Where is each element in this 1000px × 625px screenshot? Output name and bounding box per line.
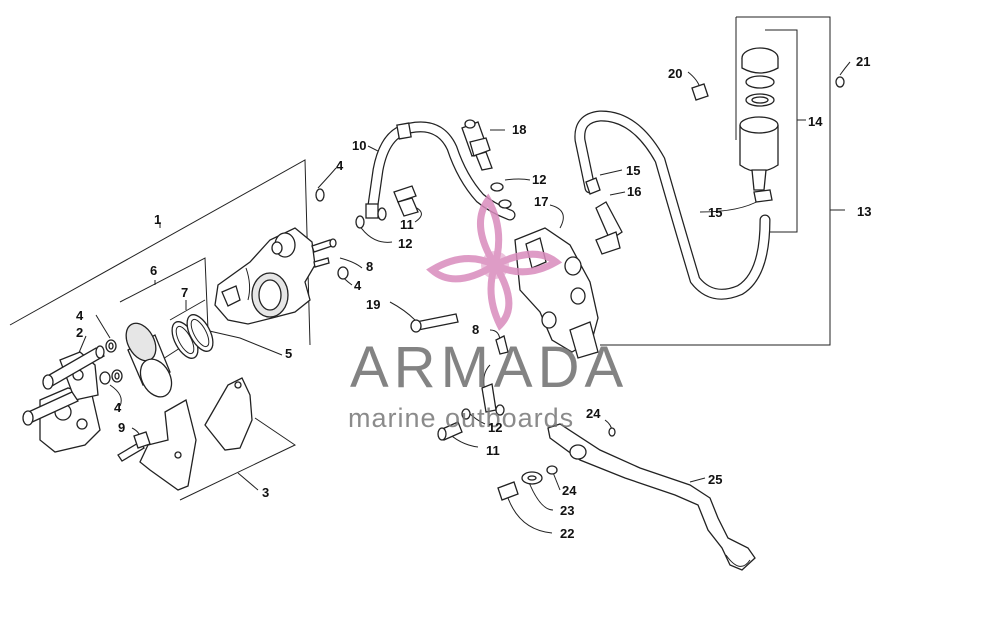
piston-seals (171, 314, 214, 359)
lower-fittings (437, 383, 505, 441)
reservoir-screws (691, 76, 845, 101)
bolt-8-lower (495, 335, 509, 355)
callout-5: 5 (285, 346, 292, 361)
callout-13: 13 (857, 204, 871, 219)
slide-pin-lower (22, 391, 79, 426)
callout-labels: 1 2 3 4 4 4 4 5 6 7 8 8 9 10 11 11 12 12… (76, 54, 871, 541)
callout-20: 20 (668, 66, 682, 81)
callout-12-lower: 12 (488, 420, 502, 435)
pedal-hardware (497, 427, 616, 501)
callout-19: 19 (366, 297, 380, 312)
callout-22: 22 (560, 526, 574, 541)
callout-17: 17 (534, 194, 548, 209)
callout-7: 7 (181, 285, 188, 300)
hose-fitting-16 (595, 201, 623, 255)
callout-3: 3 (262, 485, 269, 500)
brake-light-switch (461, 119, 493, 171)
callout-23: 23 (560, 503, 574, 518)
watermark-tagline: marine outboards (348, 403, 574, 433)
callout-11-upper: 11 (400, 217, 414, 232)
bleeder-valve (311, 238, 337, 268)
washers-left (99, 339, 123, 385)
watermark-brand: ARMADA (350, 335, 628, 400)
slide-pin-upper (42, 345, 106, 390)
callout-4-upper: 4 (336, 158, 344, 173)
callout-8-caliper: 8 (366, 259, 373, 274)
callout-21: 21 (856, 54, 870, 69)
callout-4-caliper: 4 (354, 278, 362, 293)
callout-2: 2 (76, 325, 83, 340)
callout-18: 18 (512, 122, 526, 137)
reservoir-hose (574, 110, 771, 300)
callout-1: 1 (154, 212, 161, 227)
pivot-bolt-19 (410, 313, 459, 333)
callout-9: 9 (118, 420, 125, 435)
caliper-body (214, 227, 316, 325)
callout-11-lower: 11 (486, 443, 500, 458)
callout-4-left: 4 (76, 308, 84, 323)
master-cylinder (514, 227, 599, 359)
callout-4-lower: 4 (114, 400, 122, 415)
callout-10: 10 (352, 138, 366, 153)
callout-25: 25 (708, 472, 722, 487)
propeller-logo (426, 193, 563, 331)
brake-pads (139, 377, 253, 491)
callout-15-lower: 15 (708, 205, 722, 220)
reservoir-assembly (739, 47, 779, 191)
watermark: ARMADA marine outboards (348, 193, 628, 433)
callout-12-upper: 12 (398, 236, 412, 251)
piston (125, 322, 173, 398)
banjo-bolt-upper (355, 185, 419, 229)
hose-clamps (585, 177, 773, 203)
callout-8-lower: 8 (472, 322, 479, 337)
callout-14: 14 (808, 114, 823, 129)
bracket-lines (9, 16, 851, 534)
callout-24-lower: 24 (562, 483, 577, 498)
callout-15-upper: 15 (626, 163, 640, 178)
seal-washers-switch (490, 182, 512, 209)
callout-24-upper: 24 (586, 406, 601, 421)
callout-12-switch: 12 (532, 172, 546, 187)
callout-6: 6 (150, 263, 157, 278)
brake-pedal (547, 423, 756, 571)
callout-16: 16 (627, 184, 641, 199)
washers-caliper (315, 188, 349, 280)
